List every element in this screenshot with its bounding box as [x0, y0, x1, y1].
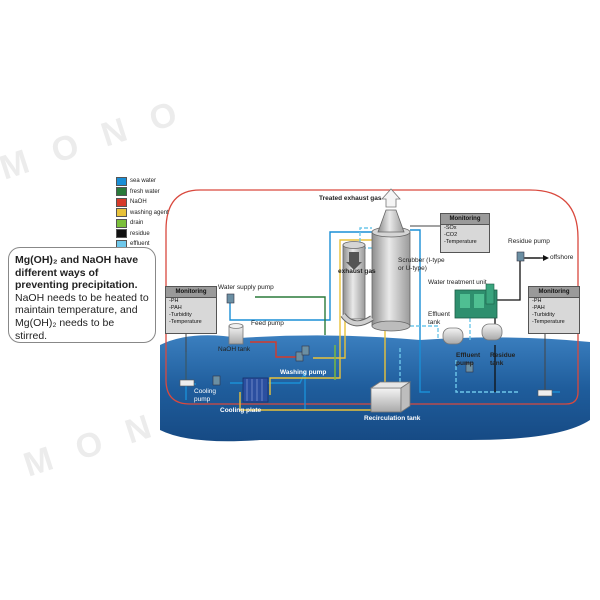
legend-label: fresh water	[130, 188, 160, 195]
label-residue-pump: Residue pump	[508, 238, 550, 245]
residue-pump-shape	[516, 251, 525, 262]
label-scrubber: Scrubber (I-type or U-type)	[398, 257, 445, 272]
label-exhaust-gas: exhaust gas	[338, 268, 376, 275]
legend-item: sea water	[116, 176, 186, 187]
residue-tank-shape	[481, 323, 503, 341]
explanation-callout: Mg(OH)₂ and NaOH have different ways of …	[8, 247, 156, 343]
legend-label: effluent	[130, 241, 150, 248]
treated-gas-arrow	[381, 188, 401, 208]
legend: sea water fresh water NaOH washing agent…	[116, 176, 186, 250]
monitoring-item: -PAH	[532, 305, 545, 311]
label-recirculation-tank: Recirculation tank	[364, 415, 421, 422]
cooling-plate-shape	[242, 377, 269, 403]
legend-swatch	[116, 218, 127, 228]
legend-label: washing agent	[130, 209, 169, 216]
label-naoh-tank: NaOH tank	[218, 346, 251, 353]
monitoring-item: -Turbidity	[169, 312, 192, 318]
legend-label: sea water	[130, 178, 157, 185]
cooling-pump-shape	[212, 375, 221, 386]
legend-item: residue	[116, 229, 186, 240]
legend-swatch	[116, 229, 127, 239]
effluent-tank-shape	[442, 327, 464, 345]
pumps	[212, 251, 525, 386]
legend-item: NaOH	[116, 197, 186, 208]
feed-pump-shape	[295, 351, 304, 362]
legend-swatch	[116, 197, 127, 207]
legend-swatch	[116, 208, 127, 218]
legend-swatch	[116, 176, 127, 186]
monitoring-item: -PAH	[169, 305, 182, 311]
naoh-lines	[250, 341, 298, 358]
callout-line-1: Mg(OH)₂ and NaOH have different ways of …	[15, 254, 139, 292]
label-treated-exhaust-gas: Treated exhaust gas	[319, 195, 382, 202]
legend-label: drain	[130, 220, 144, 227]
legend-label: residue	[130, 230, 150, 237]
label-effluent-pump: Effluent pump	[456, 352, 481, 367]
monitoring-title: Monitoring	[166, 287, 216, 298]
monitoring-item: -Temperature	[444, 239, 477, 245]
monitoring-item: -PH	[169, 298, 179, 304]
label-cooling-pump: Cooling pump	[194, 388, 217, 403]
monitoring-item: -PH	[532, 298, 542, 304]
monitoring-title: Monitoring	[441, 214, 489, 225]
water-treatment-unit-shape	[454, 283, 498, 319]
offshore-arrow	[543, 255, 549, 261]
monitoring-box-left: Monitoring -PH -PAH -Turbidity -Temperat…	[165, 286, 217, 334]
monitoring-item: -Turbidity	[532, 312, 555, 318]
naoh-tank-shape	[228, 323, 244, 345]
label-cooling-plate: Cooling plate	[220, 407, 262, 414]
legend-swatch	[116, 187, 127, 197]
washing-pump-shape	[301, 345, 310, 356]
sea-inlet-box	[179, 379, 195, 387]
label-water-supply-pump: Water supply pump	[218, 284, 274, 291]
scrubber-column	[371, 209, 411, 332]
monitoring-item: -Temperature	[169, 319, 202, 325]
monitoring-box-top: Monitoring -SOx -CO2 -Temperature	[440, 213, 490, 253]
exhaust-inlet-column	[340, 241, 374, 327]
label-water-treatment-unit: Water treatment unit	[428, 279, 487, 286]
monitoring-item: -Temperature	[532, 319, 565, 325]
monitoring-item: -SOx	[444, 225, 457, 231]
monitoring-title: Monitoring	[529, 287, 579, 298]
overboard-box	[537, 389, 553, 397]
label-effluent-tank: Effluent tank	[428, 311, 450, 326]
effluent-pump-shape	[465, 362, 474, 373]
water-supply-pump-shape	[226, 293, 235, 304]
monitoring-item: -CO2	[444, 232, 458, 238]
monitoring-box-right: Monitoring -PH -PAH -Turbidity -Temperat…	[528, 286, 580, 334]
legend-item: drain	[116, 218, 186, 229]
callout-line-2: NaOH needs to be heated to maintain temp…	[15, 291, 149, 342]
label-residue-tank: Residue tank	[490, 352, 516, 367]
legend-item: fresh water	[116, 187, 186, 198]
legend-label: NaOH	[130, 199, 147, 206]
label-washing-pump: Washing pump	[280, 369, 327, 376]
hull-outline	[165, 189, 579, 405]
label-feed-pump: Feed pump	[251, 320, 284, 327]
label-offshore: offshore	[550, 254, 574, 261]
legend-item: washing agent	[116, 208, 186, 219]
recirculation-tank-shape	[369, 381, 412, 413]
